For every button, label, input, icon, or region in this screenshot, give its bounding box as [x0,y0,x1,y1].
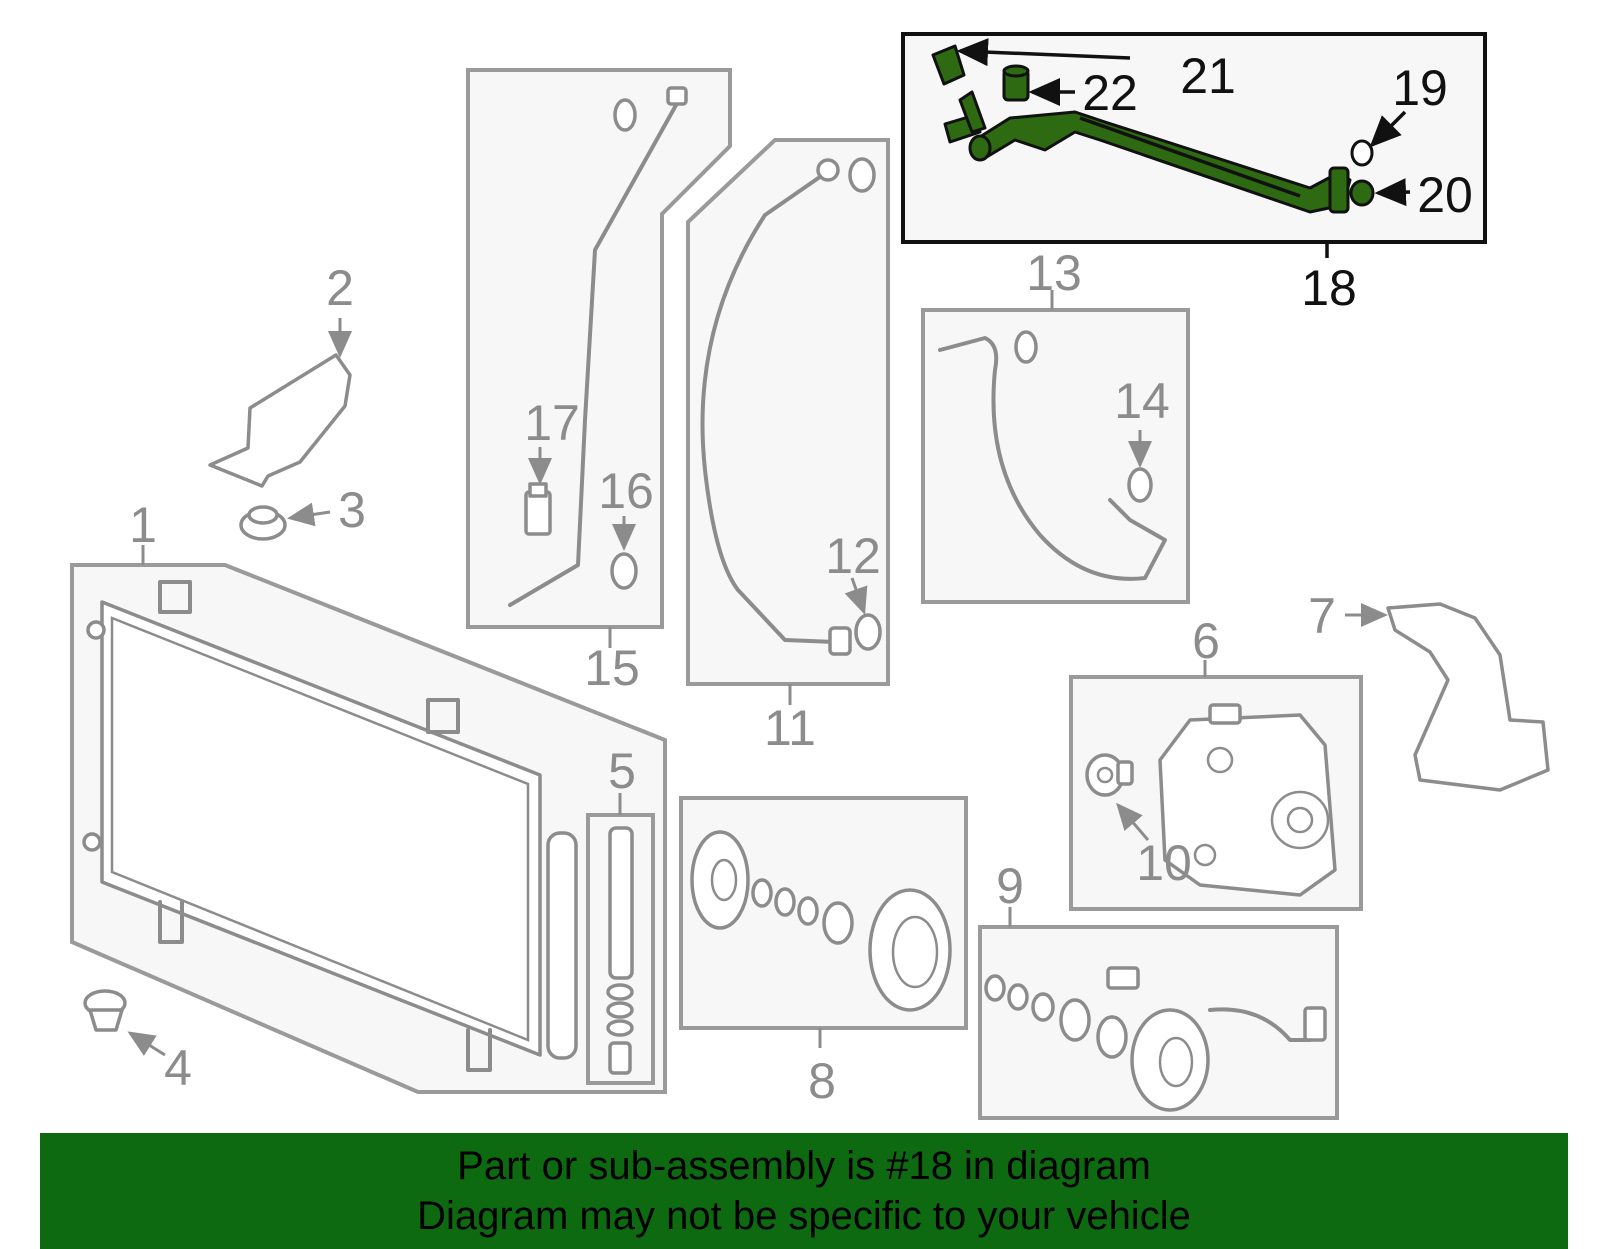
o-ring-14-icon [1127,467,1153,503]
callout-12: 12 [825,528,881,584]
pressure-switch-icon [524,482,552,536]
clutch-icon [690,830,952,1012]
clutch-group: 8 [679,796,968,1109]
callout-10: 10 [1136,835,1192,891]
banner-line-1: Part or sub-assembly is #18 in diagram [457,1144,1151,1188]
mount-bracket-icon [1386,602,1550,792]
desiccant-icon [606,826,634,1075]
callout-5: 5 [608,743,636,799]
highlighted-pipe-icon [943,90,1352,214]
discharge-hose-box [686,138,890,686]
callout-16: 16 [598,463,654,519]
callout-17: 17 [524,395,580,451]
liquid-line-icon [508,86,688,607]
discharge-hose-group: 12 11 [686,138,890,756]
callout-6: 6 [1192,613,1220,669]
highlighted-assembly-group: 21 22 19 20 18 [901,32,1487,316]
suction-hose-box [921,308,1190,604]
o-ring-16-icon [610,552,638,590]
o-ring-12-icon [854,613,882,651]
callout-11: 11 [764,700,816,756]
grommet-group: 3 [239,482,366,541]
callout-1: 1 [129,497,157,553]
callout-15: 15 [584,640,640,696]
cap-icon [83,989,127,1032]
callout-22: 22 [1082,65,1138,121]
callout-9: 9 [996,858,1024,914]
callout-14: 14 [1114,373,1170,429]
callout-2: 2 [326,260,354,316]
grommet-icon [239,505,287,541]
callout-19: 19 [1392,60,1448,116]
mount-bracket-group: 7 [1308,588,1550,792]
desiccant-group: 5 [586,743,655,1085]
cap-21-icon [931,44,966,86]
o-ring-19-icon [1350,139,1374,167]
cap-22-icon [1002,64,1030,102]
condenser-icon [82,580,578,1072]
callout-3: 3 [338,482,366,538]
discharge-hose-icon [700,157,876,656]
bracket-group: 2 [208,260,354,488]
callout-18: 18 [1301,260,1357,316]
o-ring-20-icon [1349,179,1375,207]
compressor-group: 6 10 [1069,613,1363,911]
callout-21: 21 [1180,48,1236,104]
bracket-icon [208,353,352,488]
coil-group: 9 [978,858,1339,1120]
suction-hose-group: 14 13 [921,245,1190,604]
info-banner: Part or sub-assembly is #18 in diagram D… [40,1133,1568,1249]
liquid-line-group: 17 16 15 [466,68,732,696]
cap-group: 4 [83,989,192,1096]
banner-line-2: Diagram may not be specific to your vehi… [417,1194,1191,1238]
valve-10-icon [1085,753,1134,797]
callout-7: 7 [1308,588,1336,644]
callout-4: 4 [164,1040,192,1096]
suction-hose-icon [938,330,1167,581]
callout-20: 20 [1417,167,1473,223]
callout-13: 13 [1026,245,1082,301]
coil-icon [984,966,1327,1112]
callout-8: 8 [808,1053,836,1109]
condenser-group: 1 [70,497,667,1094]
compressor-icon [1158,703,1337,897]
